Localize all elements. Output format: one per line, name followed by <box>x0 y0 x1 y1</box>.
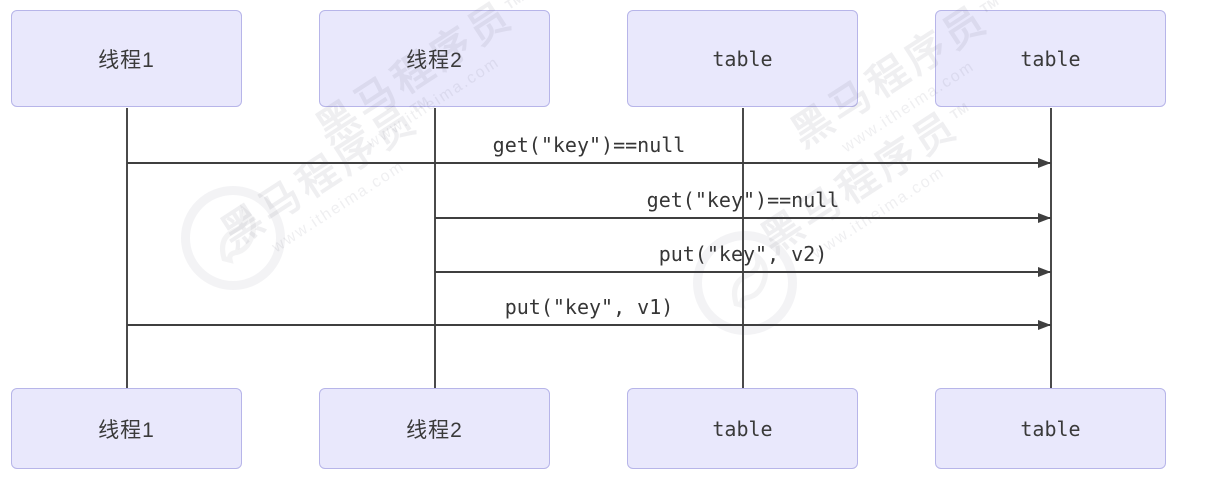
message-label-3: put("key", v2) <box>658 242 828 266</box>
lifeline-thread2 <box>434 108 436 388</box>
actor-box-thread1-bottom: 线程1 <box>11 388 242 469</box>
actor-box-table2-top: table <box>935 10 1166 107</box>
actor-box-table1-top: table <box>627 10 858 107</box>
message-arrow-1 <box>127 162 1051 164</box>
actor-box-table2-bottom: table <box>935 388 1166 469</box>
watermark-logo-icon <box>181 186 285 290</box>
actor-label: table <box>712 46 773 71</box>
actor-label: 线程2 <box>406 48 463 72</box>
message-label-2: get("key")==null <box>646 188 840 212</box>
lifeline-thread1 <box>126 108 128 388</box>
message-arrow-2 <box>435 217 1051 219</box>
message-arrow-4 <box>127 324 1051 326</box>
lifeline-table1 <box>742 108 744 388</box>
actor-box-table1-bottom: table <box>627 388 858 469</box>
actor-label: table <box>1020 46 1081 71</box>
message-label-4: put("key", v1) <box>504 295 674 319</box>
actor-box-thread2-top: 线程2 <box>319 10 550 107</box>
actor-box-thread2-bottom: 线程2 <box>319 388 550 469</box>
actor-label: 线程1 <box>98 418 155 442</box>
lifeline-table2 <box>1050 108 1052 388</box>
actor-label: table <box>1020 416 1081 441</box>
actor-label: 线程1 <box>98 48 155 72</box>
actor-box-thread1-top: 线程1 <box>11 10 242 107</box>
actor-label: 线程2 <box>406 418 463 442</box>
message-arrow-3 <box>435 271 1051 273</box>
message-label-1: get("key")==null <box>492 133 686 157</box>
actor-label: table <box>712 416 773 441</box>
